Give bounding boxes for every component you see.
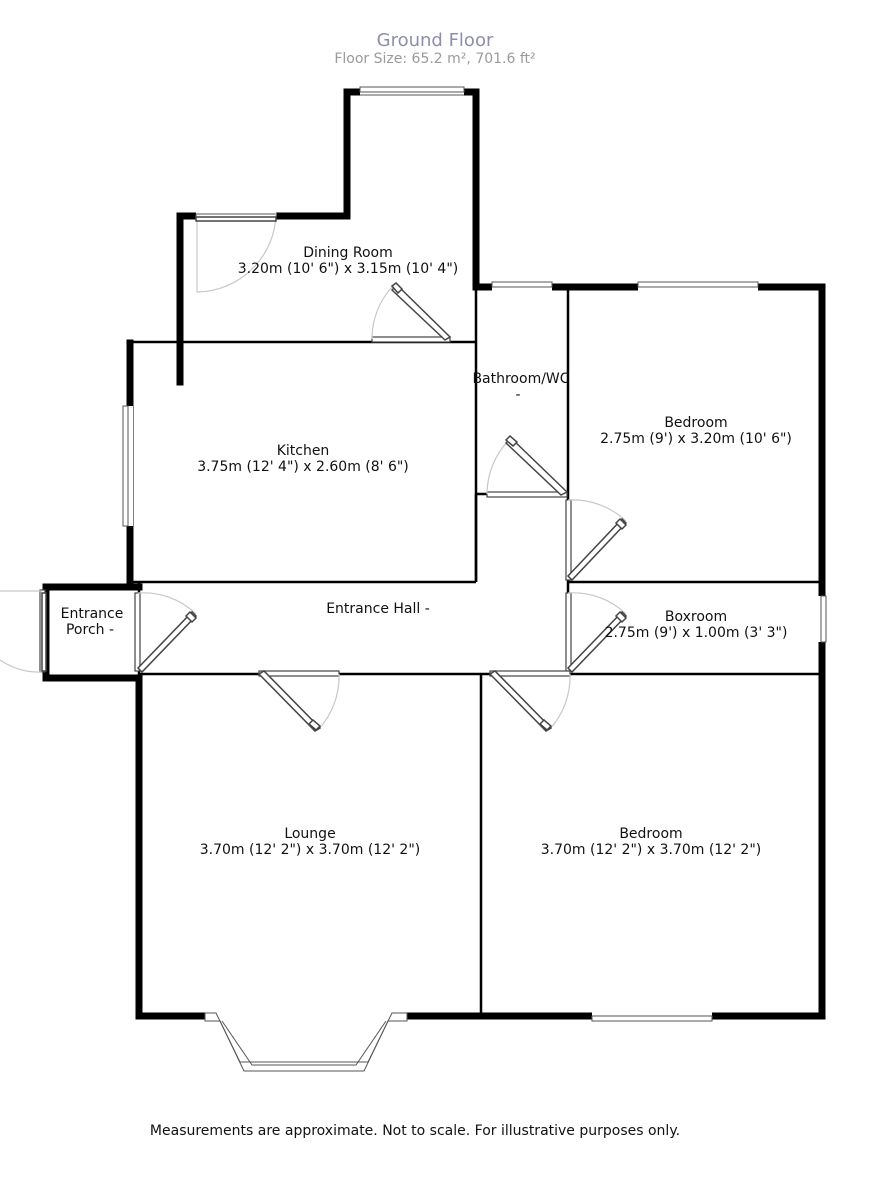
room-label-dining-room: Dining Room 3.20m (10' 6") x 3.15m (10' … [238,245,458,277]
room-name-entrance-porch-line2: Porch - [66,622,114,638]
room-dims-bathroom: - [515,387,520,403]
windows [122,86,827,1072]
room-name-bedroom-front: Bedroom [619,826,682,842]
door-lounge [257,670,340,732]
room-dims-boxroom: 2.75m (9') x 1.00m (3' 3") [605,625,788,641]
room-name-kitchen: Kitchen [277,443,330,459]
room-name-dining-room: Dining Room [303,245,393,261]
room-dims-bedroom-front: 3.70m (12' 2") x 3.70m (12' 2") [541,842,761,858]
room-dims-bedroom-rear: 2.75m (9') x 3.20m (10' 6") [600,431,792,447]
window-bathroom [491,281,553,292]
interior-walls [130,287,822,1016]
room-name-entrance-hall: Entrance Hall - [326,601,430,617]
room-dims-kitchen: 3.75m (12' 4") x 2.60m (8' 6") [197,459,409,475]
door-dining-exterior [195,212,277,293]
floor-size: Floor Size: 65.2 m², 701.6 ft² [334,51,535,67]
exterior-walls [42,88,826,1020]
door-dining-kitchen [371,282,452,343]
plan-title: Ground Floor [377,30,494,51]
doors [0,212,628,732]
door-bedroom-rear [565,499,628,582]
room-name-lounge: Lounge [284,826,335,842]
room-label-lounge: Lounge 3.70m (12' 2") x 3.70m (12' 2") [200,826,420,858]
room-dims-lounge: 3.70m (12' 2") x 3.70m (12' 2") [200,842,420,858]
room-label-kitchen: Kitchen 3.75m (12' 4") x 2.60m (8' 6") [197,443,409,475]
window-bedroom-front [591,1011,713,1022]
room-name-bathroom: Bathroom/WC [472,371,569,387]
window-dining-top [359,86,465,97]
room-label-entrance-hall: Entrance Hall - [326,601,430,617]
room-name-entrance-porch-line1: Entrance [61,606,124,622]
room-label-bedroom-front: Bedroom 3.70m (12' 2") x 3.70m (12' 2") [541,826,761,858]
window-bedroom-rear [637,281,759,292]
door-bathroom [486,434,569,498]
room-label-bedroom-rear: Bedroom 2.75m (9') x 3.20m (10' 6") [600,415,792,447]
door-bedroom-front [488,670,571,732]
room-name-bedroom-rear: Bedroom [664,415,727,431]
room-name-boxroom: Boxroom [665,609,727,625]
room-label-entrance-porch: Entrance Porch - [61,606,124,638]
room-label-bathroom: Bathroom/WC - [472,371,569,403]
door-boxroom [565,592,628,674]
disclaimer-text: Measurements are approximate. Not to sca… [150,1123,680,1139]
bay-window-lounge [204,1011,408,1072]
door-entrance-front [0,589,47,673]
window-kitchen [122,405,133,527]
room-label-boxroom: Boxroom 2.75m (9') x 1.00m (3' 3") [605,609,788,641]
window-boxroom [817,595,827,643]
room-dims-dining-room: 3.20m (10' 6") x 3.15m (10' 4") [238,261,458,277]
door-porch-hall [134,592,198,674]
